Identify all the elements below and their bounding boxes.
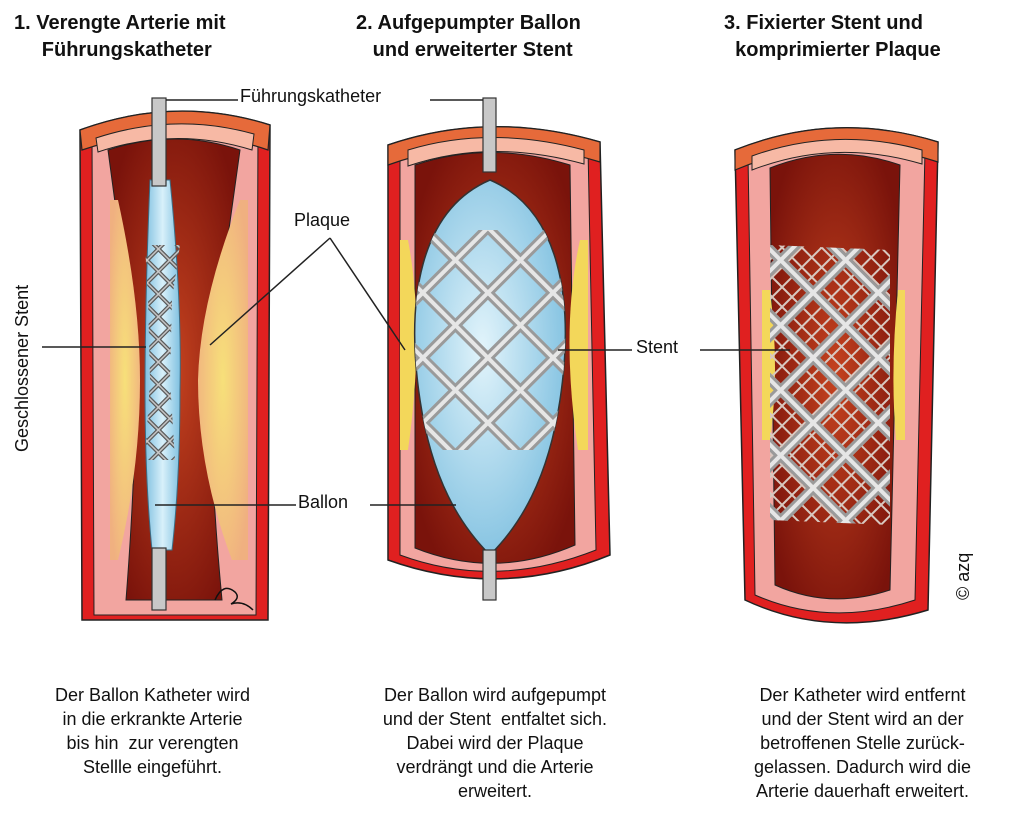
label-fuehrungskatheter: Führungskatheter <box>238 86 383 107</box>
label-plaque: Plaque <box>292 210 352 231</box>
panel-1-caption: Der Ballon Katheter wird in die erkrankt… <box>0 683 305 779</box>
panel-2-caption: Der Ballon wird aufgepumpt und der Stent… <box>345 683 645 803</box>
label-stent: Stent <box>634 337 680 358</box>
label-geschlossener-stent: Geschlossener Stent <box>12 285 33 452</box>
copyright: © azq <box>953 553 974 600</box>
panel-3-artery <box>735 128 938 623</box>
panel-2-artery <box>388 98 610 600</box>
panel-3-caption: Der Katheter wird entfernt und der Stent… <box>705 683 1020 803</box>
panel-1-artery <box>80 98 270 620</box>
label-ballon: Ballon <box>296 492 350 513</box>
